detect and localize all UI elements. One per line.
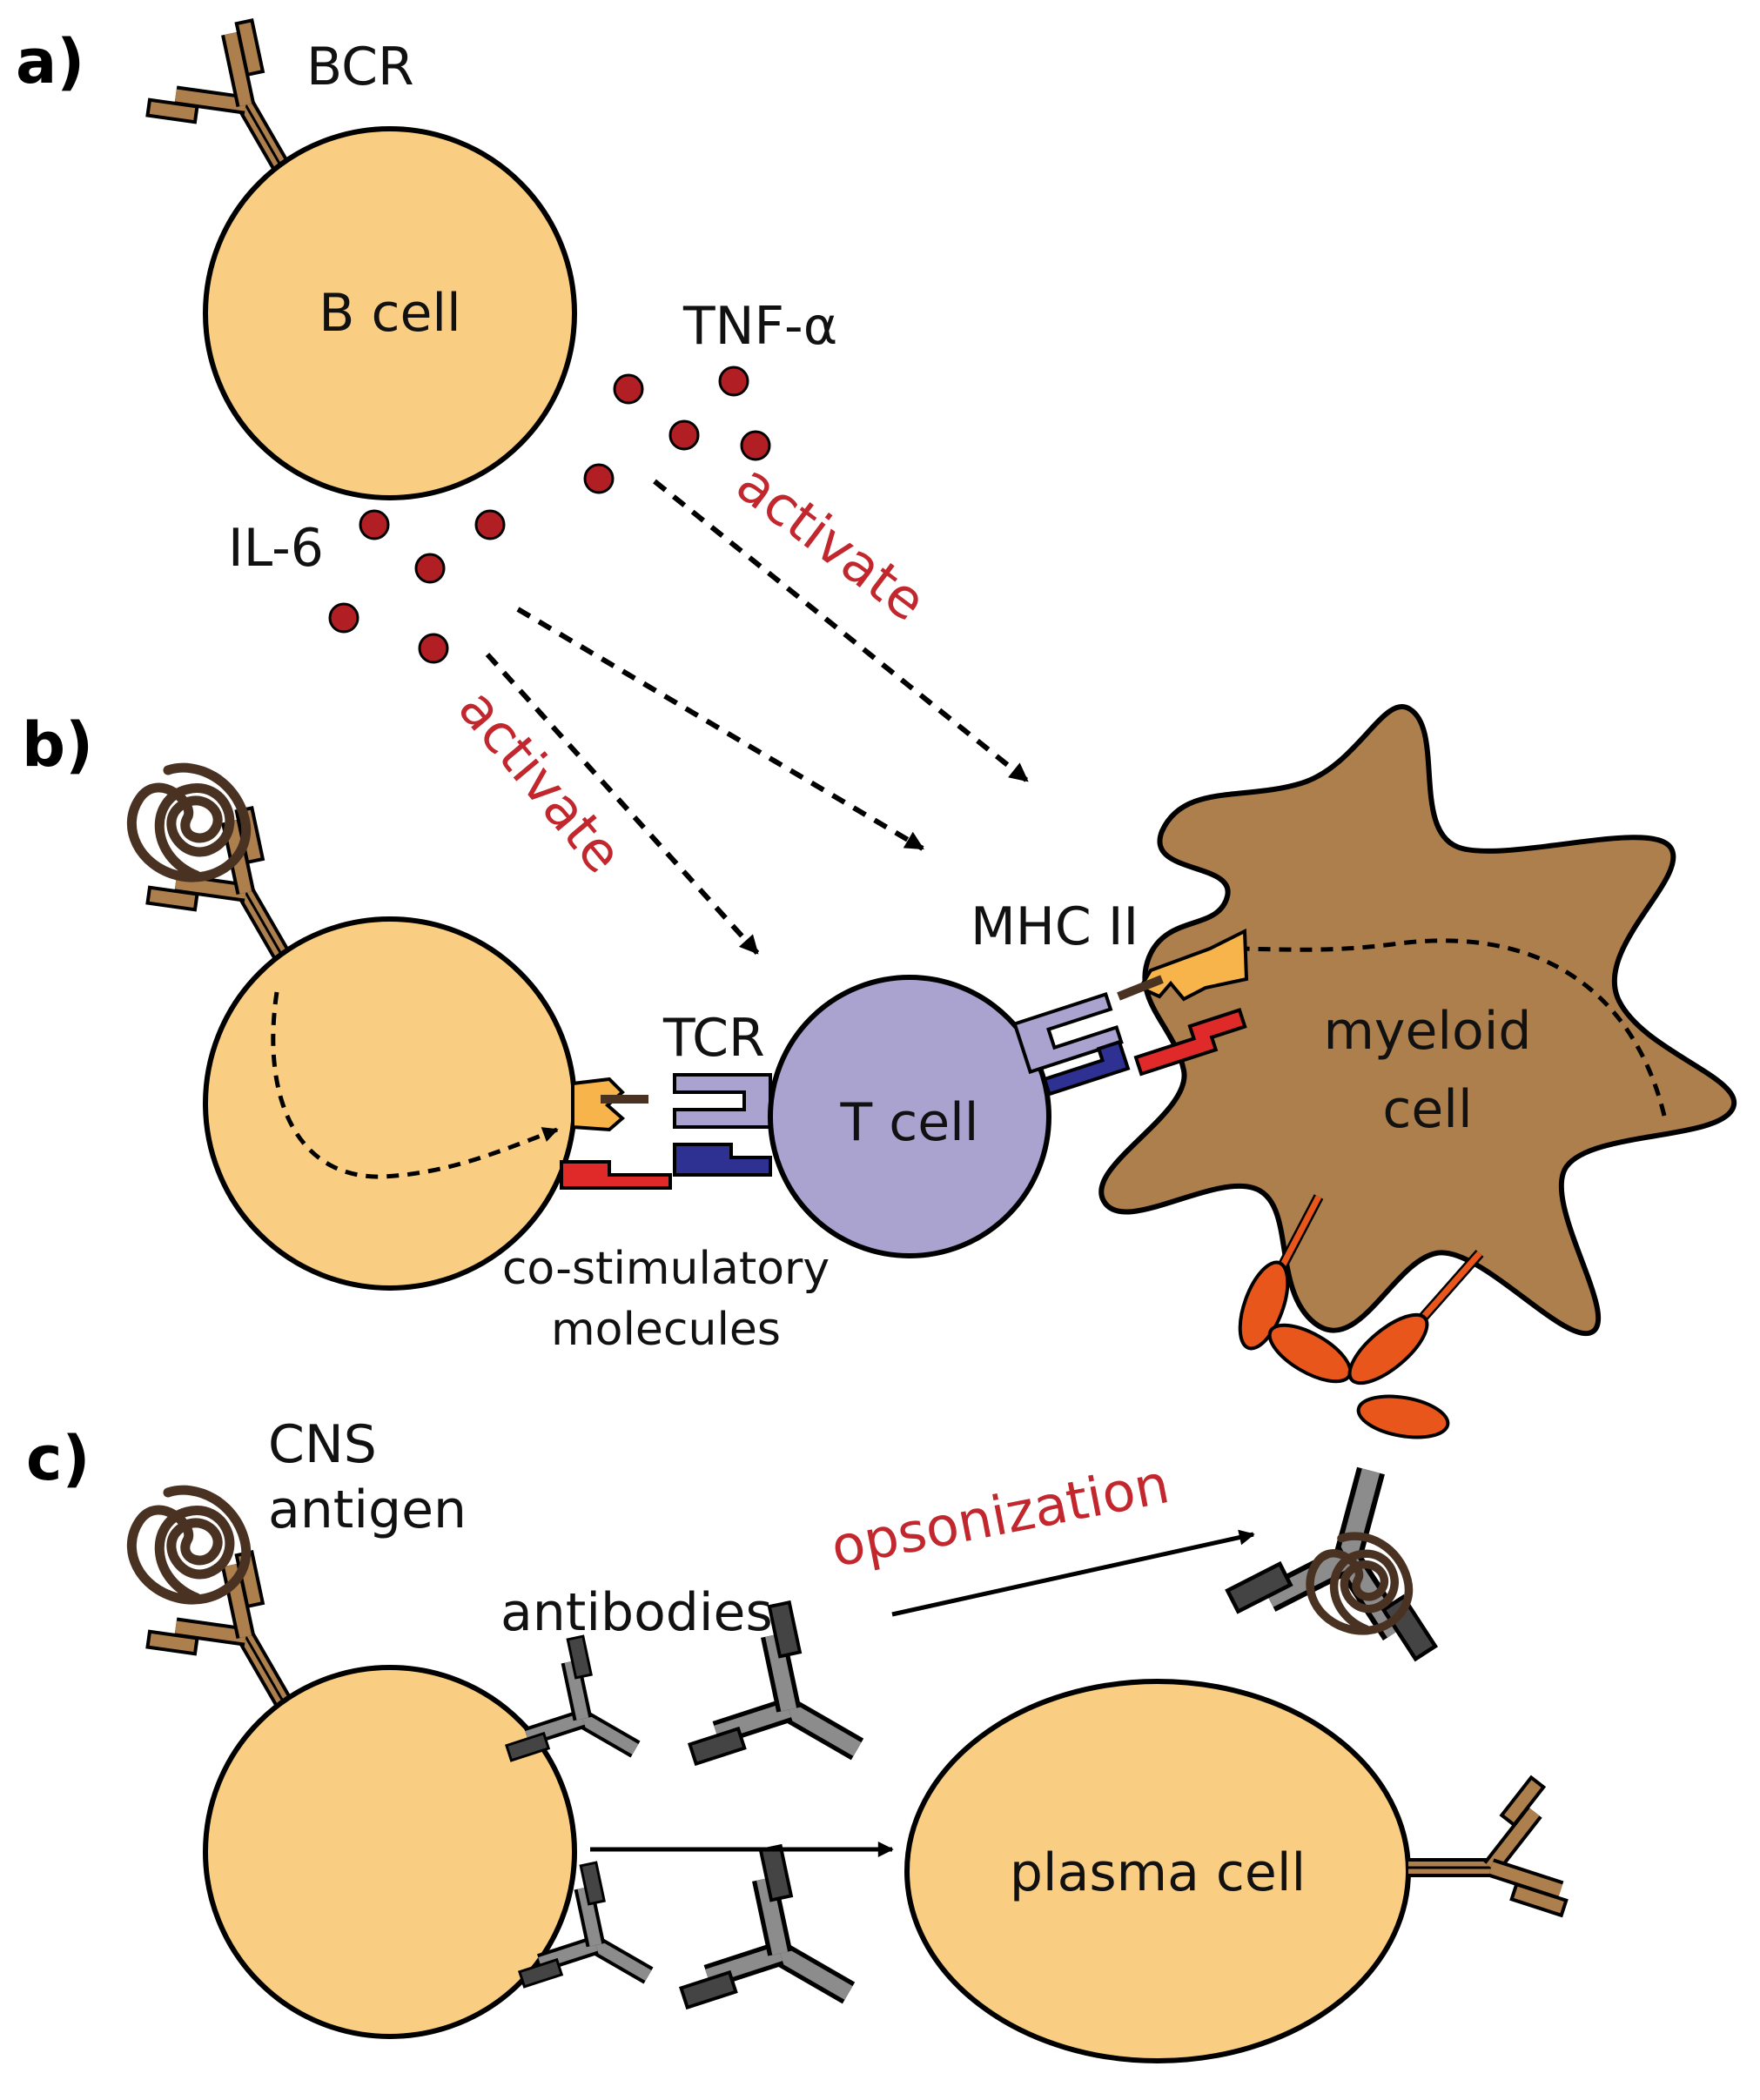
panel-b-label: b) [22, 709, 93, 781]
costim-myeloid [1133, 1008, 1247, 1077]
costim-t-cell-right [1042, 1039, 1131, 1097]
antigen-processing-arrow-b [271, 991, 559, 1179]
cytokine-dot [359, 509, 390, 540]
myeloid-label-line2: cell [1382, 1079, 1472, 1140]
opsonization-arrow [891, 1529, 1255, 1617]
bcr-label: BCR [306, 37, 414, 97]
tcr-left [673, 1073, 772, 1129]
cytokine-dot [613, 373, 644, 405]
antibodies-label: antibodies [500, 1582, 773, 1643]
cytokine-dot [328, 602, 359, 634]
cytokine-dot [414, 553, 446, 584]
cns-label-line2: antigen [268, 1479, 467, 1540]
costim-b-cell [560, 1160, 672, 1190]
arrow-to-t-cell-lower [485, 652, 760, 956]
antibody [675, 1838, 896, 2073]
tcr-right [1012, 991, 1124, 1075]
peptide-myeloid [1117, 975, 1164, 1001]
panel-c-label: c) [26, 1423, 91, 1494]
mhc-peptide-myeloid [1138, 928, 1249, 1002]
costim-label-line1: co-stimulatory [502, 1243, 830, 1295]
cns-antigen-b [131, 768, 245, 877]
activation-arrows [485, 479, 1029, 956]
plasma-cell-receptor [1408, 1777, 1566, 1915]
opsonization-label: opsonization [826, 1452, 1174, 1580]
myeloid-label-line1: myeloid [1323, 1001, 1531, 1062]
b-cell-a [203, 126, 577, 500]
t-cell [768, 975, 1051, 1258]
panel-a-label: a) [16, 26, 84, 97]
b-cell-b [203, 916, 577, 1291]
il6-label: IL-6 [228, 518, 324, 579]
activate-label-lower: activate [447, 677, 635, 885]
arrow-to-t-cell [516, 607, 924, 851]
cytokine-dot [474, 509, 506, 540]
myeloid-cell [1098, 704, 1737, 1337]
cytokine-dot [418, 633, 449, 664]
antigen-processing-arrow-myeloid [1226, 938, 1667, 1117]
b-cell-label: B cell [319, 283, 460, 344]
cytokine-dot [668, 419, 700, 451]
costim-t-cell-left [673, 1143, 772, 1177]
activate-label-upper: activate [725, 452, 937, 634]
cytokine-dots [328, 366, 771, 664]
b-cell-c [203, 1665, 577, 2039]
cns-antigen-c [131, 1490, 245, 1600]
cytokine-dot [740, 430, 771, 461]
cytokine-dot [583, 463, 615, 494]
costim-label-line2: molecules [551, 1304, 781, 1356]
arrow-to-myeloid [653, 479, 1029, 783]
mhc-peptide-b [571, 1077, 626, 1132]
cytokine-dot [718, 366, 749, 397]
cns-label-line1: CNS [268, 1414, 377, 1475]
plasma-cell-label: plasma cell [1010, 1842, 1306, 1903]
fc-receptor [1238, 1194, 1484, 1439]
t-cell-label: T cell [840, 1092, 979, 1153]
tcr-label: TCR [662, 1008, 765, 1069]
mhc-label: MHC II [971, 896, 1139, 957]
tnf-label: TNF-α [682, 296, 837, 357]
